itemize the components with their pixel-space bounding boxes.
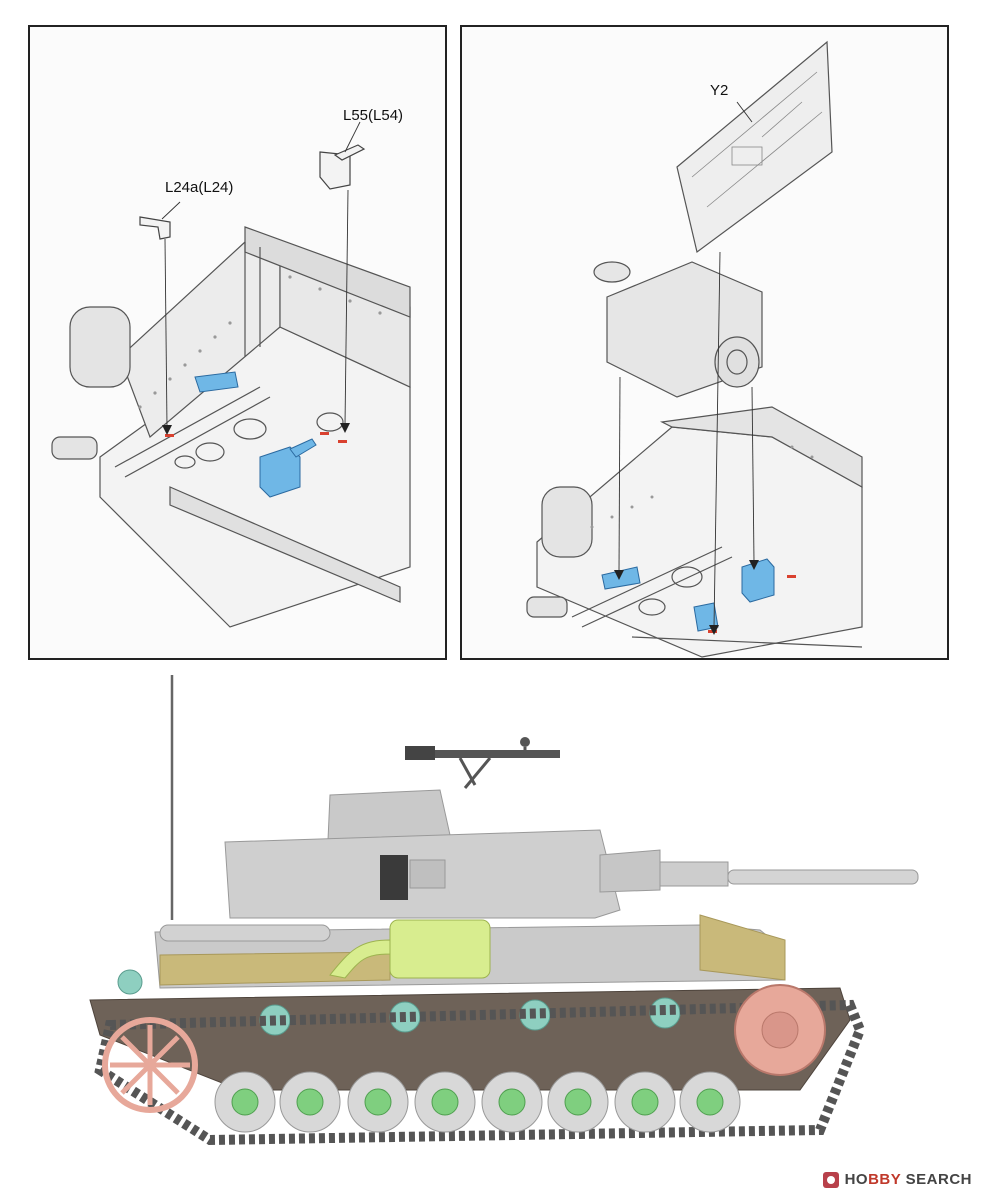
locator-mark: [165, 434, 174, 437]
idler-hub: [117, 969, 143, 995]
watermark-accent: BBY: [868, 1171, 901, 1188]
watermark-suffix: SEARCH: [900, 1171, 972, 1188]
highlight-rail: [601, 566, 641, 590]
locator-mark: [787, 575, 796, 578]
locator-mark: [320, 432, 329, 435]
left-hull-diagram: [51, 121, 411, 628]
turret-hatch: [380, 855, 408, 900]
floor-hatch: [316, 412, 344, 432]
drive-sprocket-hub: [761, 1011, 799, 1049]
arrowhead: [162, 425, 172, 435]
track-guard: [159, 951, 391, 986]
arrowhead: [340, 423, 350, 433]
machine-gun: [405, 737, 560, 789]
part-label-y2: Y2: [710, 82, 729, 99]
part-l55-tab: [333, 144, 366, 161]
gun-mantlet: [599, 849, 661, 893]
part-label-l24a: L24a(L24): [165, 179, 234, 196]
floor-hatch: [638, 598, 666, 616]
gun-barrel: [727, 869, 919, 885]
tank-side-view: [89, 675, 919, 1146]
watermark-text: HOBBY SEARCH: [845, 1171, 972, 1188]
floor-hatch: [195, 442, 225, 462]
floor-hatch: [671, 566, 703, 588]
exhaust-pipe: [329, 939, 391, 979]
commander-cupola: [327, 789, 451, 841]
rear-cylinder: [541, 486, 593, 558]
arrowhead: [749, 560, 759, 570]
rear-cylinder: [69, 306, 131, 388]
engine-flywheel-hub: [726, 349, 748, 375]
highlight-bracket: [741, 558, 775, 603]
track-guard: [699, 914, 786, 981]
right-hull-diagram: [526, 40, 863, 658]
watermark-logo-icon: [822, 1171, 839, 1188]
floor-hatch: [174, 455, 196, 469]
road-wheels: [214, 1071, 741, 1133]
hull-tube: [159, 924, 331, 942]
engine-fan: [593, 261, 631, 283]
arrowhead: [709, 625, 719, 635]
tank-side-render: [60, 670, 940, 1160]
right-assembly-panel: Y2: [460, 25, 949, 660]
left-assembly-panel: L24a(L24) L55(L54): [28, 25, 447, 660]
gun-sleeve: [659, 861, 729, 887]
vision-block: [409, 859, 446, 889]
engine-flywheel: [714, 336, 760, 388]
floor-hatch: [233, 418, 267, 440]
part-l24a: [139, 216, 171, 240]
arrowhead: [614, 570, 624, 580]
locator-mark: [338, 440, 347, 443]
highlight-bracket: [259, 446, 301, 498]
track: [94, 999, 866, 1146]
part-label-l55: L55(L54): [343, 107, 404, 124]
highlight-bracket-arm: [289, 438, 317, 458]
hull-front-plate: [169, 486, 401, 603]
idler-wheel: [102, 1017, 198, 1113]
highlight-rail: [194, 371, 239, 393]
watermark: HOBBY SEARCH: [822, 1171, 972, 1188]
watermark-prefix: HO: [844, 1171, 869, 1188]
idler-axle: [51, 436, 98, 460]
idler-axle: [526, 596, 568, 618]
storage-box: [389, 919, 491, 979]
hull-side-wall: [659, 406, 863, 489]
